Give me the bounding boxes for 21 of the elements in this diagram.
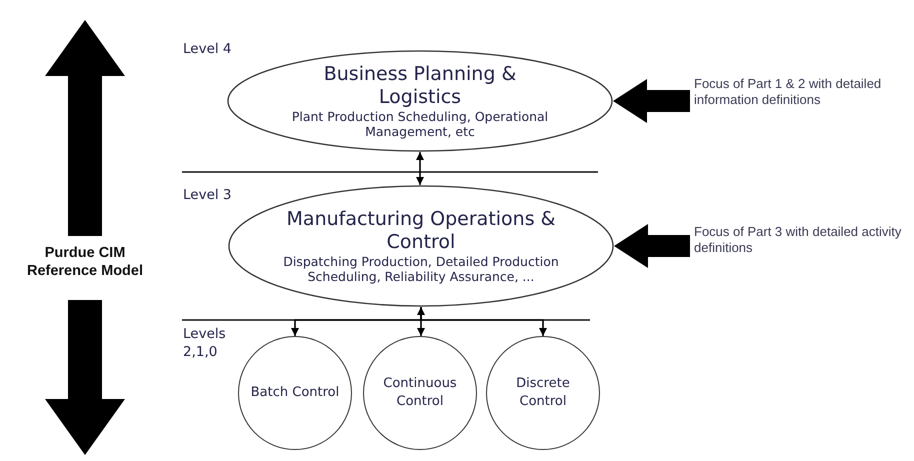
level-label: Level 4: [183, 40, 233, 58]
node-label: Discrete Control: [515, 375, 571, 411]
arrow: [416, 152, 424, 185]
node-title: Business Planning & Logistics: [322, 63, 518, 109]
block-arrow: [613, 79, 690, 123]
node-description: Dispatching Production, Detailed Production Scheduling, Reliability Assurance, ...: [282, 254, 560, 284]
arrow: [417, 307, 425, 336]
circle: [486, 336, 600, 450]
level-label: Levels 2,1,0: [183, 325, 227, 361]
node-description: Plant Production Scheduling, Operational Management, etc: [290, 109, 550, 139]
node-label: Continuous Control: [382, 375, 458, 411]
annotation-text: Focus of Part 3 with detailed activity definitions: [694, 224, 906, 260]
level-label: Level 3: [183, 186, 233, 204]
block-arrow: [614, 224, 690, 268]
circle: [363, 336, 477, 450]
axis-label: Purdue CIM Reference Model: [26, 244, 144, 280]
annotation-text: Focus of Part 1 & 2 with detailed information definitions: [694, 76, 894, 128]
circle: [238, 336, 352, 450]
node-title: Manufacturing Operations & Control: [286, 208, 556, 254]
arrow: [420, 307, 547, 336]
node-label: Batch Control: [250, 384, 340, 402]
